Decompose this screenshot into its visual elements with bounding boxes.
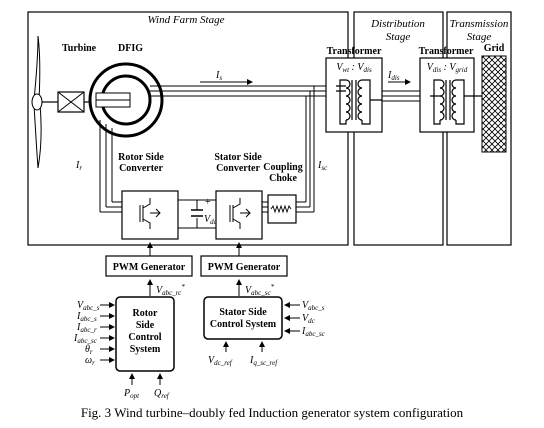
choke-bus-link <box>296 86 315 213</box>
inductor-icon <box>270 204 292 214</box>
vabc-rc-label: Vabc_rc* <box>156 283 185 297</box>
rotor-input-label-3: Iabc_sc <box>73 333 98 345</box>
transmission-stage-label: Transmission <box>450 18 509 30</box>
stator-input-arrows <box>284 302 300 334</box>
grid-block <box>481 55 507 153</box>
pwm-generator-2-label: PWM Generator <box>208 262 281 273</box>
is-label: Is <box>215 70 222 82</box>
transformer-2-ratio: Vdis : Vgrid <box>427 62 468 74</box>
grid-label: Grid <box>484 43 505 54</box>
stator-control-label-2: Control System <box>210 319 277 330</box>
pwm-generator-2 <box>200 255 288 277</box>
rotor-bus <box>99 120 122 213</box>
distribution-stage-label: Distribution <box>370 18 425 30</box>
dc-link <box>178 199 216 229</box>
distribution-line <box>382 90 420 102</box>
rotor-input-label-1: Iabc_s <box>76 311 97 323</box>
coupling-choke-label: Coupling <box>263 162 302 173</box>
rotor-control-label-2: Side <box>136 320 155 331</box>
turbine-label: Turbine <box>62 43 97 54</box>
stator-converter-label-2: Converter <box>216 163 260 174</box>
vdc-label: Vdc <box>204 214 218 226</box>
transmission-stage-label-2: Stage <box>467 31 492 43</box>
turbine <box>31 35 58 169</box>
qref-label: Qref <box>154 388 170 400</box>
pwm-generator-1-label: PWM Generator <box>113 262 186 273</box>
dc-plus-icon: + <box>205 197 211 208</box>
rotor-input-label-5: ωr <box>85 355 95 367</box>
idis-label: Idis <box>387 70 400 82</box>
vdc-ref-label: Vdc_ref <box>208 355 233 367</box>
vabc-sc-label: Vabc_sc* <box>245 283 275 297</box>
transformer-2-label: Transformer <box>419 46 474 57</box>
rotor-control-label-1: Rotor <box>133 308 159 319</box>
popt-label: Popt <box>123 388 140 400</box>
stator-converter-label: Stator Side <box>214 152 262 163</box>
coupling-choke <box>267 194 297 224</box>
wind-farm-stage-label: Wind Farm Stage <box>148 14 225 26</box>
dfig-machine <box>88 62 164 138</box>
rotor-side-control-system <box>115 296 175 372</box>
rotor-control-label-4: System <box>130 344 161 355</box>
stator-control-label-1: Stator Side <box>219 307 267 318</box>
dfig-label: DFIG <box>118 43 143 54</box>
rotor-input-label-2: Iabc_r <box>76 322 97 334</box>
stator-input-label-2: Iabc_sc <box>301 326 326 338</box>
rotor-input-label-4: θr <box>85 344 93 356</box>
igbt-icon-2 <box>229 198 251 229</box>
turbine-blade-top <box>33 35 41 101</box>
transformer-1-winding-icon <box>336 79 382 125</box>
igbt-icon <box>139 198 161 229</box>
stator-bus <box>150 85 336 97</box>
ir-label: Ir <box>75 160 82 172</box>
distribution-stage-label-2: Stage <box>386 31 411 43</box>
iq-sc-ref-label: Iq_sc_ref <box>249 355 278 367</box>
turbine-hub <box>31 93 43 111</box>
transformer-1-label: Transformer <box>327 46 382 57</box>
transformer-1-ratio: Vwt : Vdis <box>336 62 372 74</box>
coupling-choke-label-2: Choke <box>269 173 297 184</box>
rotor-control-label-3: Control <box>128 332 161 343</box>
transformer-1 <box>325 57 383 133</box>
rotor-converter-label: Rotor Side <box>118 152 164 163</box>
rotor-input-arrows <box>100 302 115 363</box>
stator-input-label-0: Vabc_s <box>302 300 325 312</box>
stator-side-control-system <box>203 296 283 340</box>
stator-side-converter <box>215 190 263 240</box>
rotor-input-label-0: Vabc_s <box>77 300 100 312</box>
gearbox <box>57 91 85 113</box>
isc-label: Isc <box>317 160 328 172</box>
transformer-2-winding-icon <box>430 79 482 125</box>
figure-caption: Fig. 3 Wind turbine–doubly fed Induction… <box>80 405 464 420</box>
converter-choke-link <box>262 201 268 213</box>
transformer-2 <box>419 57 475 133</box>
turbine-blade-bottom <box>33 103 42 169</box>
stator-input-label-1: Vdc <box>302 313 316 325</box>
pwm-generator-1 <box>105 255 193 277</box>
rotor-converter-label-2: Converter <box>119 163 163 174</box>
